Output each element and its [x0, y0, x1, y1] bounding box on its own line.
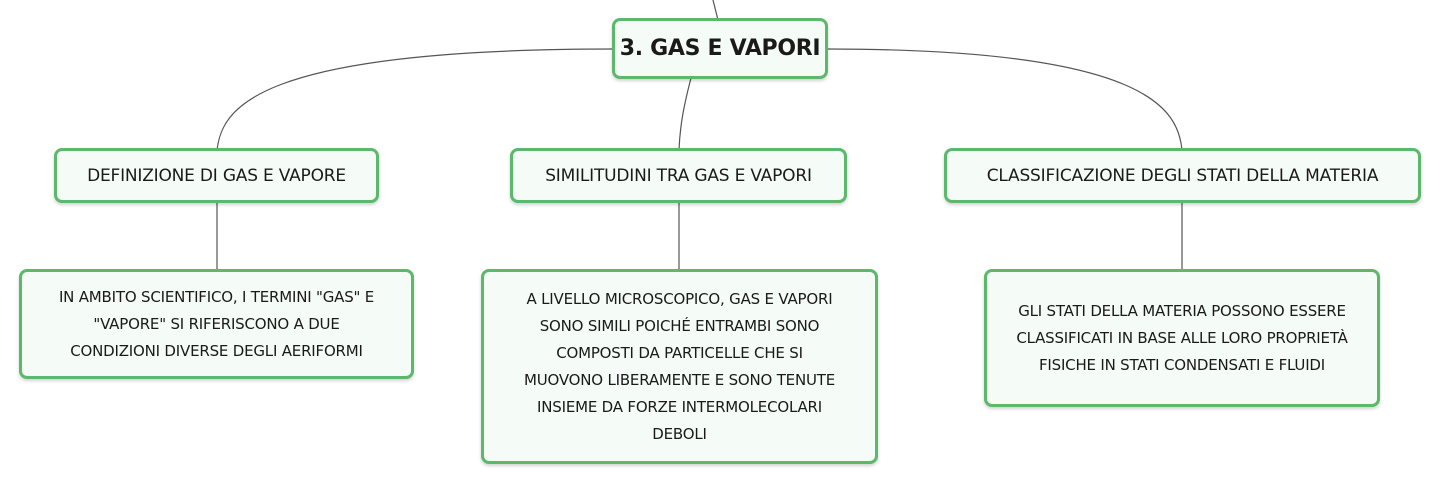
detail-node-classificazione[interactable]: GLI STATI DELLA MATERIA POSSONO ESSERE C… — [984, 269, 1380, 407]
detail-line: GLI STATI DELLA MATERIA POSSONO ESSERE — [1018, 301, 1346, 320]
branch-node-label: SIMILITUDINI TRA GAS E VAPORI — [545, 165, 812, 186]
detail-line: FISICHE IN STATI CONDENSATI E FLUIDI — [1038, 355, 1326, 374]
connector-root-to-branch-3 — [826, 48, 1183, 151]
connector-root-to-branch-2 — [678, 77, 692, 151]
detail-line: "VAPORE" SI RIFERISCONO A DUE — [93, 314, 340, 333]
detail-text: GLI STATI DELLA MATERIA POSSONO ESSERE C… — [1016, 298, 1348, 379]
detail-line: CONDIZIONI DIVERSE DEGLI AERIFORMI — [70, 341, 363, 360]
branch-node-label: CLASSIFICAZIONE DEGLI STATI DELLA MATERI… — [986, 165, 1379, 186]
detail-line: INSIEME DA FORZE INTERMOLECOLARI — [537, 397, 822, 416]
connector-root-to-branch-1 — [216, 48, 615, 151]
root-node[interactable]: 3. GAS E VAPORI — [612, 18, 828, 79]
detail-line: A LIVELLO MICROSCOPICO, GAS E VAPORI — [526, 289, 833, 308]
connector-parent-to-root — [712, 0, 719, 21]
detail-line: CLASSIFICATI IN BASE ALLE LORO PROPRIETÀ — [1016, 328, 1348, 347]
detail-node-definizione[interactable]: IN AMBITO SCIENTIFICO, I TERMINI "GAS" E… — [19, 269, 414, 379]
detail-node-similitudini[interactable]: A LIVELLO MICROSCOPICO, GAS E VAPORI SON… — [481, 269, 878, 464]
detail-line: IN AMBITO SCIENTIFICO, I TERMINI "GAS" E — [58, 287, 375, 306]
detail-text: A LIVELLO MICROSCOPICO, GAS E VAPORI SON… — [524, 286, 835, 448]
branch-node-definizione[interactable]: DEFINIZIONE DI GAS E VAPORE — [54, 148, 379, 203]
detail-line: MUOVONO LIBERAMENTE E SONO TENUTE — [524, 370, 835, 389]
detail-line: SONO SIMILI POICHÉ ENTRAMBI SONO — [539, 316, 820, 335]
root-node-label: 3. GAS E VAPORI — [619, 36, 821, 61]
branch-node-classificazione[interactable]: CLASSIFICAZIONE DEGLI STATI DELLA MATERI… — [944, 148, 1421, 203]
detail-line: DEBOLI — [652, 424, 707, 443]
branch-node-similitudini[interactable]: SIMILITUDINI TRA GAS E VAPORI — [510, 148, 847, 203]
detail-text: IN AMBITO SCIENTIFICO, I TERMINI "GAS" E… — [59, 284, 374, 365]
branch-node-label: DEFINIZIONE DI GAS E VAPORE — [87, 165, 346, 186]
detail-line: COMPOSTI DA PARTICELLE CHE SI — [556, 343, 803, 362]
